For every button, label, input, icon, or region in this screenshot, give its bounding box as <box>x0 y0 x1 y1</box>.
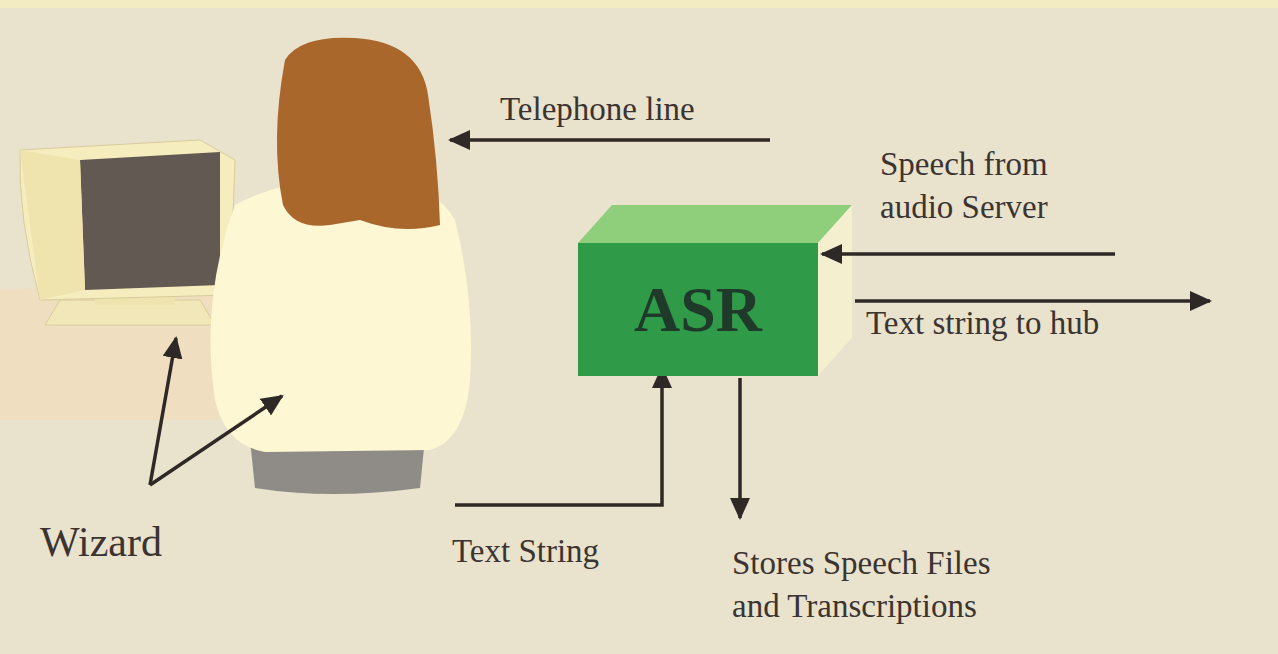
line-label: Speech from audio Server <box>880 143 1115 229</box>
hub-arrow <box>855 299 1210 303</box>
wizard-figure <box>211 38 472 494</box>
asr-box-faces <box>578 205 852 376</box>
callout-label: Wizard <box>40 515 280 570</box>
process-box: ASR <box>578 243 818 376</box>
line-label: Text String <box>452 530 692 573</box>
speech-arrow <box>822 252 1115 256</box>
note-label: Stores Speech Files and Transcriptions <box>732 542 1032 628</box>
telephone-arrow <box>450 138 770 142</box>
line-label: Text string to hub <box>866 302 1226 345</box>
line-label: Telephone line <box>500 88 800 131</box>
box-title: ASR <box>634 278 762 342</box>
store-arrow <box>738 378 742 518</box>
top-strip <box>0 0 1278 8</box>
leader-line <box>150 338 176 485</box>
leader-line <box>150 396 282 485</box>
computer <box>20 140 235 325</box>
text-string-arrow <box>455 368 662 505</box>
